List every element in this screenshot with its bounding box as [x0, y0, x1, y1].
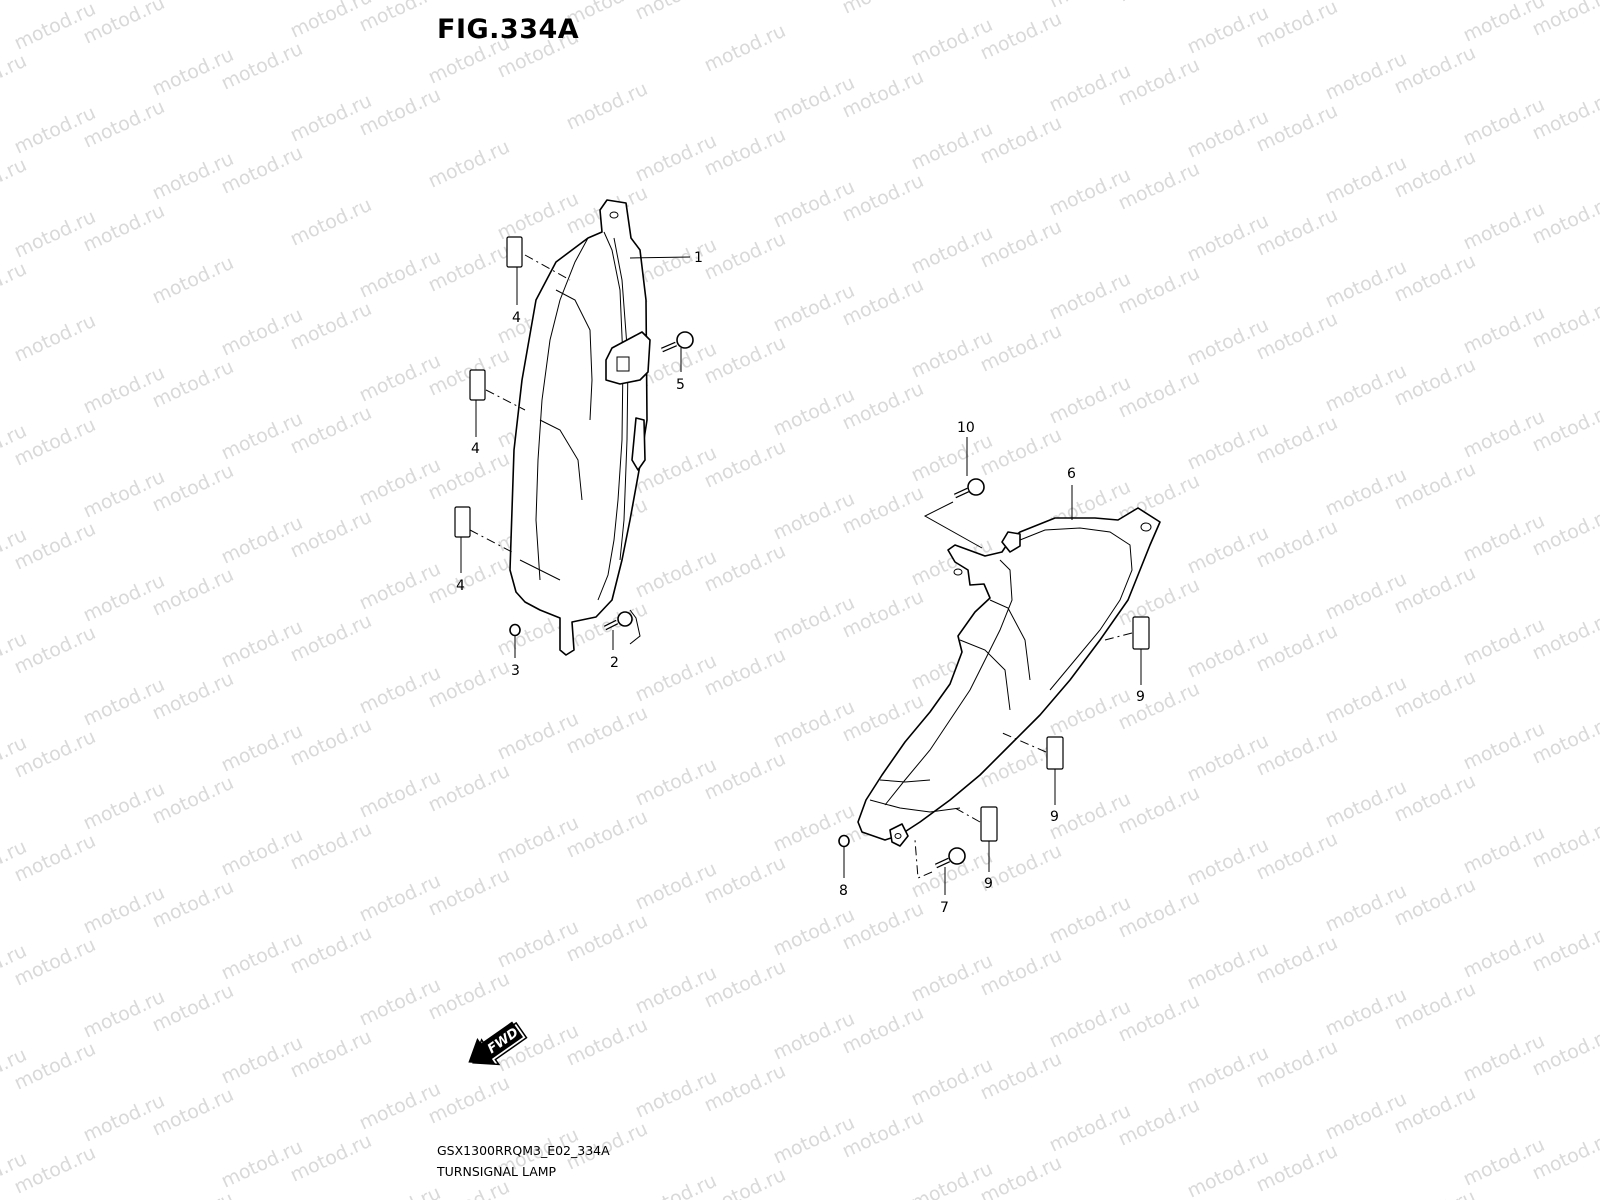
- screw-5: [661, 331, 694, 353]
- watermark-text: motod.ru: [287, 194, 375, 251]
- pad-4-middle: [469, 369, 486, 401]
- watermark-text: motod.ru: [0, 258, 30, 315]
- watermark-text: motod.ru: [701, 20, 789, 77]
- watermark-text: motod.ru: [1322, 0, 1410, 1]
- callout-3: 3: [511, 663, 520, 679]
- callout-8: 8: [839, 883, 848, 899]
- leader-lines: [460, 254, 1142, 895]
- callout-5: 5: [676, 377, 685, 393]
- callout-4-top: 4: [512, 310, 521, 326]
- pad-4-bottom: [454, 506, 471, 538]
- watermark-text: motod.ru: [149, 252, 237, 309]
- callout-9-bottom: 9: [984, 876, 993, 892]
- bulb-8: [838, 834, 850, 848]
- callout-labels: 1 2 3 4 4 4 5 6 7 8 9 9 9 10: [456, 250, 1145, 916]
- pad-9-bottom: [980, 806, 998, 842]
- watermark-text: motod.ru: [149, 1188, 237, 1200]
- callout-10: 10: [957, 420, 975, 436]
- right-turnsignal-lamp: [857, 507, 1161, 847]
- watermark-text: motod.ru: [1115, 0, 1203, 7]
- watermark-text: motod.ru: [11, 310, 99, 367]
- callout-9-middle: 9: [1050, 809, 1059, 825]
- watermark-text: motod.ru: [632, 1170, 720, 1200]
- watermark-text: motod.ru: [563, 78, 651, 135]
- right-small-parts: [838, 478, 1150, 869]
- bulb-3: [509, 623, 521, 637]
- callout-7: 7: [940, 900, 949, 916]
- model-code: GSX1300RRQM3_E02_334A: [437, 1143, 610, 1158]
- pad-9-middle: [1046, 736, 1064, 770]
- watermark-text: motod.ru: [632, 0, 720, 25]
- watermark-text: motod.ru: [425, 136, 513, 193]
- figure-title: FIG.334A: [437, 14, 580, 45]
- screw-7: [934, 847, 966, 869]
- callout-9-top: 9: [1136, 689, 1145, 705]
- callout-6: 6: [1067, 466, 1076, 482]
- watermark-text: motod.ru: [0, 154, 30, 211]
- callout-4-bottom: 4: [456, 578, 465, 594]
- callout-2: 2: [610, 655, 619, 671]
- watermark-text: motod.ru: [356, 1182, 444, 1200]
- watermark-text: motod.ru: [0, 50, 30, 107]
- watermark-text: motod.ru: [1253, 0, 1341, 53]
- callout-1: 1: [694, 250, 703, 266]
- left-turnsignal-lamp: [509, 199, 651, 656]
- watermark-text: motod.ru: [1391, 1186, 1479, 1200]
- section-name: TURNSIGNAL LAMP: [437, 1164, 557, 1179]
- pad-9-top: [1132, 616, 1150, 650]
- left-small-parts: [454, 236, 694, 637]
- watermark-text: motod.ru: [839, 0, 927, 19]
- screw-2: [603, 611, 633, 631]
- callout-4-middle: 4: [471, 441, 480, 457]
- pad-4-top: [506, 236, 523, 268]
- screw-10: [953, 478, 985, 499]
